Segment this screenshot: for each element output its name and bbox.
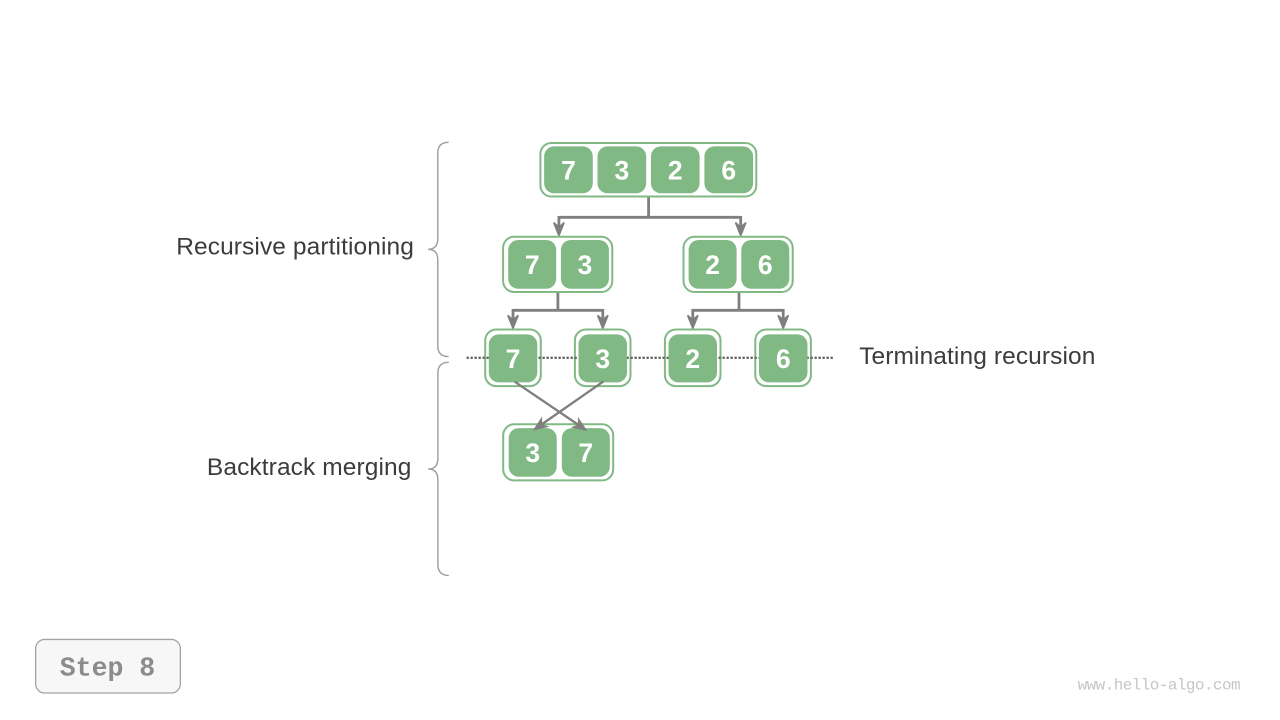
svg-text:Recursive partitioning: Recursive partitioning [176,234,414,261]
svg-text:7: 7 [506,344,521,374]
svg-text:3: 3 [525,438,540,468]
svg-text:3: 3 [595,344,610,374]
svg-text:Step 8: Step 8 [60,653,155,683]
svg-text:3: 3 [615,155,630,185]
svg-text:7: 7 [525,250,540,280]
svg-text:2: 2 [685,344,700,374]
svg-text:2: 2 [668,155,683,185]
svg-text:3: 3 [578,250,593,280]
svg-text:7: 7 [561,155,576,185]
svg-text:7: 7 [578,438,593,468]
svg-text:2: 2 [705,250,720,280]
svg-text:6: 6 [721,155,736,185]
svg-text:www.hello-algo.com: www.hello-algo.com [1078,677,1240,695]
svg-text:Terminating recursion: Terminating recursion [859,343,1095,370]
svg-text:6: 6 [758,250,773,280]
svg-text:6: 6 [776,344,791,374]
svg-text:Backtrack merging: Backtrack merging [207,454,412,481]
